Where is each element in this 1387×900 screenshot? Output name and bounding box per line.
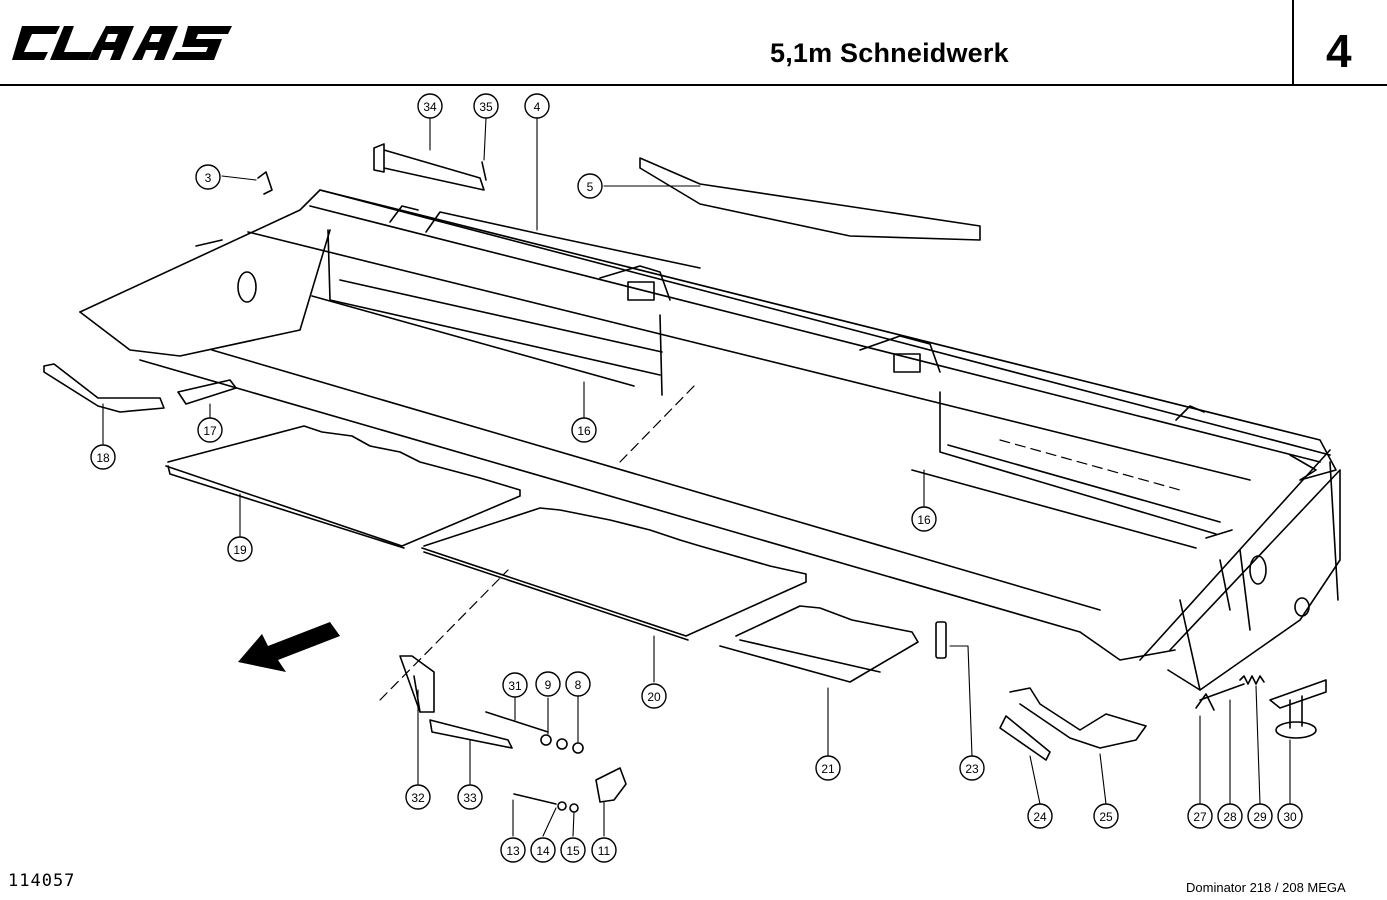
callout-25: 25 — [1093, 803, 1119, 829]
callout-circle — [911, 506, 937, 532]
callout-label: 28 — [1223, 810, 1237, 824]
callout-13: 13 — [500, 837, 526, 863]
callout-label: 30 — [1283, 810, 1297, 824]
callout-31: 31 — [502, 672, 528, 698]
callout-32: 32 — [405, 784, 431, 810]
callout-9: 9 — [535, 671, 561, 697]
callout-circle — [815, 755, 841, 781]
callout-label: 35 — [479, 100, 493, 114]
claas-logo — [12, 26, 232, 60]
document-number: 114057 — [8, 871, 76, 891]
callout-label: 31 — [508, 679, 522, 693]
callout-circle — [1027, 803, 1053, 829]
callout-circle — [473, 93, 499, 119]
section-number: 4 — [1326, 25, 1352, 77]
callout-15: 15 — [560, 837, 586, 863]
callout-label: 20 — [647, 690, 661, 704]
callout-circle — [641, 683, 667, 709]
callout-label: 16 — [577, 424, 591, 438]
callout-circle — [405, 784, 431, 810]
arrow-icon — [238, 622, 340, 672]
callout-label: 29 — [1253, 810, 1267, 824]
callout-circle — [1217, 803, 1243, 829]
callout-label: 11 — [598, 844, 611, 858]
divider-walls — [311, 229, 1221, 549]
callout-34: 34 — [417, 93, 443, 119]
callout-label: 34 — [423, 100, 437, 114]
callout-label: 5 — [587, 180, 594, 194]
callout-circle — [227, 536, 253, 562]
callout-circle — [195, 164, 221, 190]
callout-label: 27 — [1193, 810, 1207, 824]
callout-23: 23 — [959, 755, 985, 781]
callout-label: 4 — [534, 100, 541, 114]
callout-label: 13 — [506, 844, 520, 858]
callout-19: 19 — [227, 536, 253, 562]
hinge-brackets — [389, 205, 1205, 421]
callout-circle — [417, 93, 443, 119]
callout-label: 18 — [96, 451, 110, 465]
callout-16: 16 — [911, 506, 937, 532]
callout-24: 24 — [1027, 803, 1053, 829]
callout-circle — [500, 837, 526, 863]
callout-33: 33 — [457, 784, 483, 810]
callout-16: 16 — [571, 417, 597, 443]
callout-27: 27 — [1187, 803, 1213, 829]
callout-30: 30 — [1277, 803, 1303, 829]
callout-circle — [959, 755, 985, 781]
callout-label: 9 — [545, 678, 552, 692]
callout-label: 21 — [821, 762, 835, 776]
callout-circle — [591, 837, 617, 863]
callout-circle — [502, 672, 528, 698]
callout-label: 17 — [203, 424, 217, 438]
callout-circle — [535, 671, 561, 697]
callout-circle — [1093, 803, 1119, 829]
callout-label: 25 — [1099, 810, 1113, 824]
callout-circle — [1247, 803, 1273, 829]
callout-circle — [1187, 803, 1213, 829]
callout-label: 19 — [233, 543, 247, 557]
callout-circle — [530, 837, 556, 863]
callout-label: 3 — [205, 171, 212, 185]
callout-label: 8 — [575, 678, 582, 692]
callout-circle — [571, 417, 597, 443]
callout-label: 33 — [463, 791, 477, 805]
callout-label: 23 — [965, 762, 979, 776]
page-title: 5,1m Schneidwerk — [770, 38, 1009, 68]
callout-3: 3 — [195, 164, 221, 190]
callout-label: 16 — [917, 513, 931, 527]
callout-11: 11 — [591, 837, 617, 863]
callout-circle — [577, 173, 603, 199]
callout-circle — [90, 444, 116, 470]
header-divider — [1292, 0, 1294, 86]
callout-8: 8 — [565, 671, 591, 697]
callout-circle — [560, 837, 586, 863]
callout-14: 14 — [530, 837, 556, 863]
callout-label: 15 — [566, 844, 580, 858]
callout-18: 18 — [90, 444, 116, 470]
callout-circle — [1277, 803, 1303, 829]
callout-label: 24 — [1033, 810, 1047, 824]
callout-20: 20 — [641, 683, 667, 709]
main-frame — [79, 189, 1341, 691]
model-name: Dominator 218 / 208 MEGA — [1186, 880, 1346, 895]
callout-21: 21 — [815, 755, 841, 781]
callout-35: 35 — [473, 93, 499, 119]
callout-label: 14 — [536, 844, 550, 858]
callout-29: 29 — [1247, 803, 1273, 829]
header: 5,1m Schneidwerk 4 — [0, 0, 1387, 86]
header-rule — [0, 84, 1387, 86]
callout-label: 32 — [411, 791, 425, 805]
callout-circle — [565, 671, 591, 697]
callout-28: 28 — [1217, 803, 1243, 829]
callout-circle — [457, 784, 483, 810]
callout-4: 4 — [524, 93, 550, 119]
callout-circle — [197, 417, 223, 443]
callout-17: 17 — [197, 417, 223, 443]
callout-circle — [524, 93, 550, 119]
callout-5: 5 — [577, 173, 603, 199]
